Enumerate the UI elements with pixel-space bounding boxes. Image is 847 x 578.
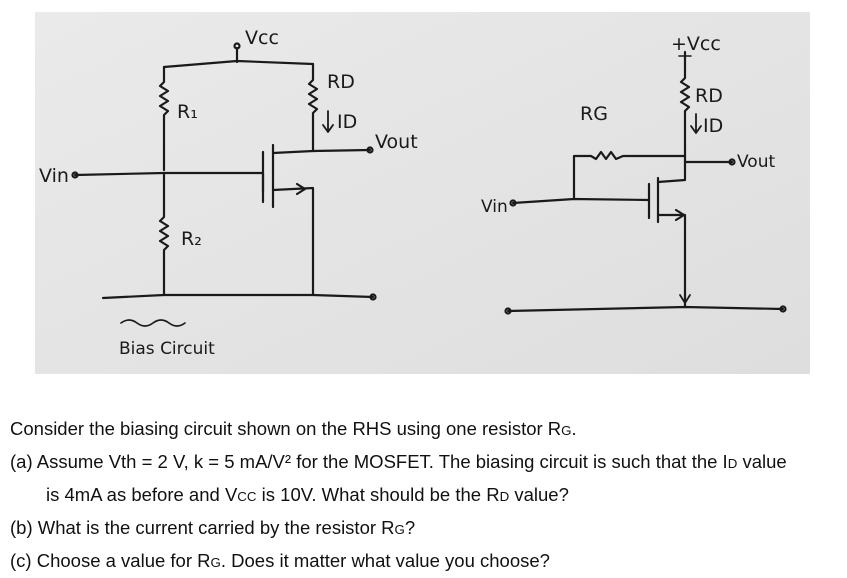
rd-label-right: RD: [695, 85, 723, 107]
resistor-rd-left: [307, 62, 319, 153]
question-a-sub2a: CC: [237, 489, 257, 504]
ground-arrow-right: [679, 281, 691, 304]
question-a-text1: (a) Assume Vth = 2 V, k = 5 mA/V² for th…: [10, 451, 728, 472]
vin-label-left: Vin: [39, 165, 69, 187]
vin-terminal-right: [509, 199, 517, 207]
right-circuit: [504, 50, 787, 315]
question-a-text2c: value?: [509, 484, 569, 505]
question-a-line1: (a) Assume Vth = 2 V, k = 5 mA/V² for th…: [10, 446, 840, 479]
resistor-r2: [158, 171, 170, 297]
vcc-label-right: +Vcc: [671, 33, 721, 55]
vout-terminal-left: [366, 146, 374, 154]
vout-label-left: Vout: [375, 131, 418, 153]
question-a-text2b: is 10V. What should be the R: [256, 484, 500, 505]
ground-rail-left: [101, 293, 375, 300]
intro-text: Consider the biasing circuit shown on th…: [10, 418, 562, 439]
question-c-line: (c) Choose a value for RG. Does it matte…: [10, 545, 840, 578]
question-b-line: (b) What is the current carried by the r…: [10, 512, 840, 545]
id-arrow-right: [690, 113, 702, 134]
source-arrow-left: [295, 182, 307, 196]
r2-label: R₂: [181, 228, 202, 250]
question-a-end1: value: [737, 451, 787, 472]
ground-rail-right: [506, 305, 785, 313]
question-b-end: ?: [404, 517, 416, 538]
question-a-sub1: D: [727, 456, 738, 471]
gate-wire-right: [511, 197, 651, 205]
question-b-text: (b) What is the current carried by the r…: [10, 517, 395, 538]
question-a-line2: is 4mA as before and VCC is 10V. What sh…: [10, 479, 840, 512]
resistor-rd-right: [679, 62, 691, 158]
vout-wire-left: [311, 148, 372, 153]
question-text: Consider the biasing circuit shown on th…: [10, 413, 840, 578]
r1-label: R₁: [177, 101, 198, 123]
bias-squiggle: [120, 319, 186, 327]
question-c-sub: G: [210, 555, 221, 570]
source-arrow-right: [674, 208, 686, 222]
question-b-sub: G: [394, 522, 405, 537]
ground-terminal-left: [369, 293, 377, 301]
question-c-end: . Does it matter what value you choose?: [220, 550, 550, 571]
id-label-right: ID: [703, 115, 723, 137]
resistor-r1: [158, 65, 170, 172]
bias-circuit-caption: Bias Circuit: [119, 339, 215, 359]
ground-terminal-left-end: [504, 307, 512, 315]
ground-terminal-right-end: [779, 305, 787, 313]
vcc-label-left: Vcc: [245, 27, 279, 49]
rg-label: RG: [580, 103, 608, 125]
id-label-left: ID: [337, 111, 357, 133]
intro-sub: G: [561, 423, 572, 438]
vin-terminal-left: [71, 171, 79, 179]
source-lead-left: [271, 186, 315, 297]
drain-connection-right: [656, 168, 687, 184]
intro-end: .: [571, 418, 577, 439]
id-arrow-left: [322, 110, 334, 133]
left-circuit: [71, 42, 377, 327]
question-a-text2a: is 4mA as before and V: [46, 484, 238, 505]
question-a-sub2b: D: [499, 489, 510, 504]
resistor-rg: [572, 150, 687, 201]
intro-line: Consider the biasing circuit shown on th…: [10, 413, 840, 446]
vout-terminal-right: [728, 158, 736, 166]
paper-background: [35, 12, 810, 374]
circuit-photo: Vcc R₁ R₂ RD ID Vout Vin Bias Circuit +V: [35, 12, 810, 374]
drain-lead-left: [271, 149, 315, 155]
question-c-text: (c) Choose a value for R: [10, 550, 211, 571]
rd-label-left: RD: [327, 71, 355, 93]
vin-label-right: Vin: [481, 197, 508, 217]
vout-label-right: Vout: [737, 152, 775, 172]
